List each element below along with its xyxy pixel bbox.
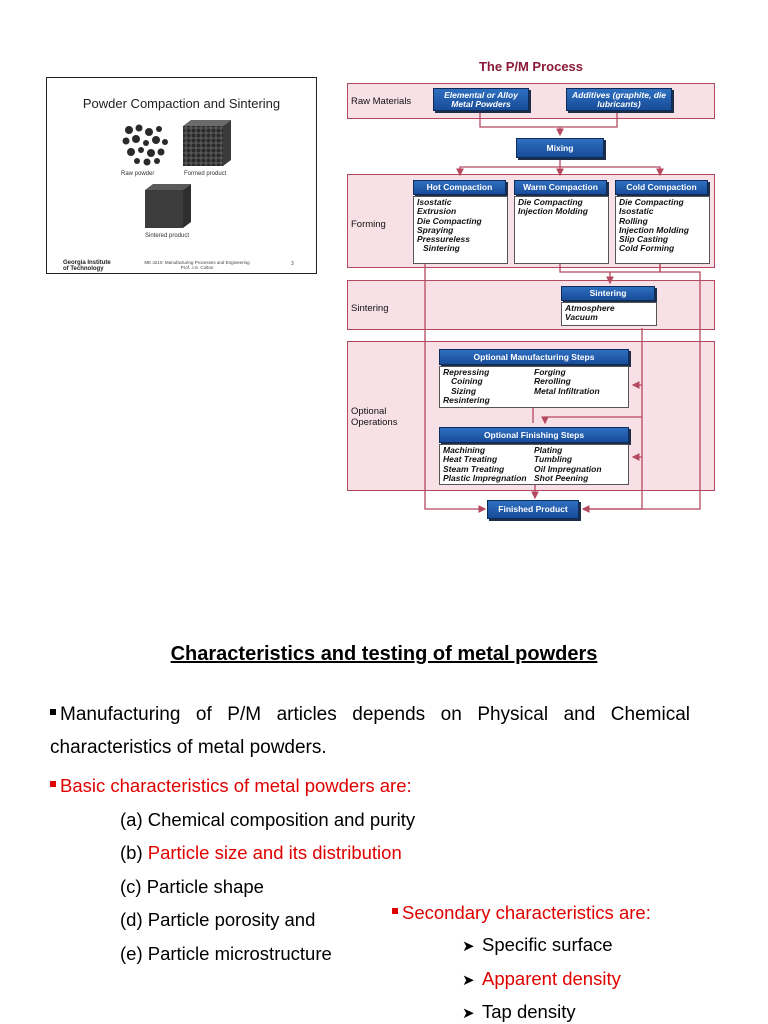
box-metal-powders: Elemental or Alloy Metal Powders — [433, 88, 529, 111]
section-heading: Characteristics and testing of metal pow… — [170, 643, 598, 665]
flow-arrows — [424, 113, 701, 513]
arrow-bullet-icon: ➤ — [462, 972, 475, 989]
secondary-item: ➤Specific surface — [462, 934, 613, 955]
raw-powder-image — [122, 124, 168, 166]
list-optional-finishing: Machining Heat Treating Steam Treating P… — [439, 444, 629, 485]
caption-raw-powder: Raw powder — [121, 171, 155, 177]
slide-logo: Georgia Institute of Technology — [63, 260, 111, 272]
box-finished-product: Finished Product — [487, 500, 579, 519]
slide-title: Powder Compaction and Sintering — [82, 96, 281, 111]
list-hot-compaction: Isostatic Extrusion Die Compacting Spray… — [413, 196, 508, 264]
label-optional-operations: Optional Operations — [351, 406, 398, 428]
slide-page-number: 3 — [291, 261, 294, 267]
flowchart-title: The P/M Process — [478, 59, 584, 74]
label-raw-materials: Raw Materials — [351, 96, 412, 107]
formed-product-image — [183, 120, 231, 166]
square-bullet-icon — [50, 781, 56, 788]
secondary-item: ➤Apparent density — [462, 968, 621, 989]
pm-process-flowchart: The P/M Process Raw Materials Forming Si… — [345, 57, 717, 523]
list-sintering: Atmosphere Vacuum — [561, 302, 657, 326]
label-sintering: Sintering — [351, 303, 389, 314]
slide-thumbnail: Powder Compaction and Sintering Raw powd… — [46, 77, 317, 274]
box-hot-compaction: Hot Compaction — [413, 180, 506, 195]
basic-item-e: (e) Particle microstructure — [120, 943, 332, 964]
box-sintering: Sintering — [561, 286, 655, 301]
arrow-bullet-icon: ➤ — [462, 938, 475, 955]
square-bullet-icon — [392, 908, 398, 915]
basic-item-b: (b) Particle size and its distribution — [120, 842, 402, 863]
basic-item-a: (a) Chemical composition and purity — [120, 809, 416, 830]
box-optional-finishing: Optional Finishing Steps — [439, 427, 629, 443]
basic-item-d: (d) Particle porosity and — [120, 909, 316, 930]
intro-paragraph: Manufacturing of P/M articles depends on… — [50, 704, 690, 758]
list-optional-manufacturing: Repressing Coining Sizing Resintering Fo… — [439, 366, 629, 408]
box-additives: Additives (graphite, die lubricants) — [566, 88, 672, 111]
arrow-bullet-icon: ➤ — [462, 1005, 475, 1022]
slide-footer: ME 4210: Manufacturing Processes and Eng… — [144, 260, 250, 270]
secondary-heading: Secondary characteristics are: — [392, 902, 651, 924]
box-optional-manufacturing: Optional Manufacturing Steps — [439, 349, 629, 365]
box-mixing: Mixing — [516, 138, 604, 158]
secondary-item: ➤Tap density — [462, 1001, 576, 1022]
basic-item-c: (c) Particle shape — [120, 876, 264, 897]
box-warm-compaction: Warm Compaction — [514, 180, 607, 195]
square-bullet-icon — [50, 708, 56, 715]
caption-sintered-product: Sintered product — [145, 233, 190, 239]
box-cold-compaction: Cold Compaction — [615, 180, 708, 195]
basic-heading: Basic characteristics of metal powders a… — [50, 775, 412, 797]
list-warm-compaction: Die Compacting Injection Molding — [514, 196, 609, 264]
list-cold-compaction: Die Compacting Isostatic Rolling Injecti… — [615, 196, 710, 264]
caption-formed-product: Formed product — [184, 171, 227, 177]
label-forming: Forming — [351, 219, 386, 230]
sintered-product-image — [145, 184, 191, 228]
